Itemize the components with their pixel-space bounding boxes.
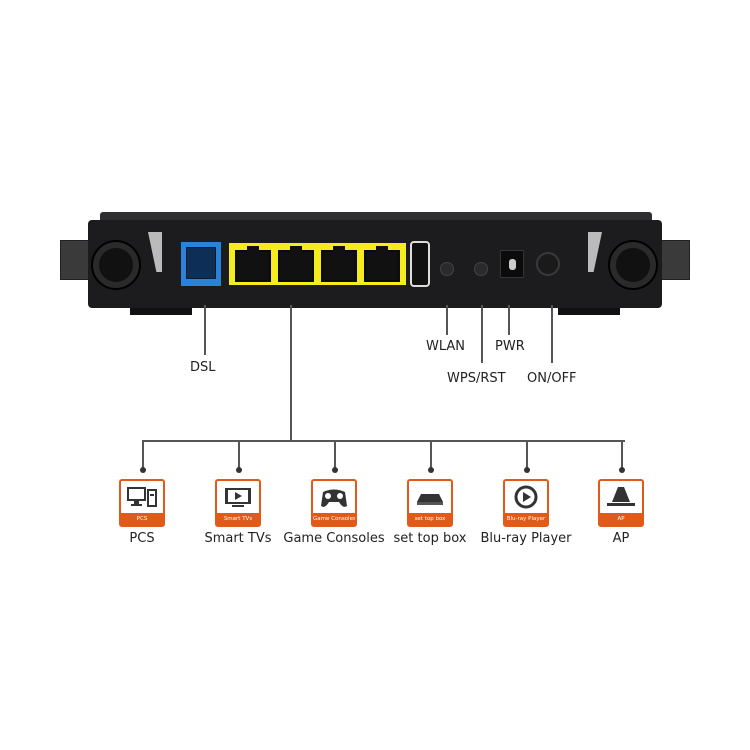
lan-port xyxy=(321,246,357,282)
wan-port xyxy=(364,246,400,282)
wlan-leader xyxy=(446,305,448,335)
device-drop-line xyxy=(526,440,528,470)
lan-port xyxy=(235,246,271,282)
wps-rst-label: WPS/RST xyxy=(447,371,506,386)
device-label: Game Consoles xyxy=(283,531,385,546)
device-label: PCS xyxy=(129,531,155,546)
device-label: set top box xyxy=(393,531,467,546)
usb-port xyxy=(410,241,430,287)
power-switch xyxy=(536,252,560,276)
device-card: PCS xyxy=(119,479,165,527)
left-antenna-connector xyxy=(93,242,139,288)
wlan-label: WLAN xyxy=(426,339,466,354)
lan-bus xyxy=(142,440,625,442)
lan-leader xyxy=(290,305,292,440)
device-badge: Smart TVs xyxy=(217,513,259,525)
device-label: Smart TVs xyxy=(204,531,272,546)
device-badge: Blu-ray Player xyxy=(505,513,547,525)
pwr-label: PWR xyxy=(495,339,525,354)
connector-dot xyxy=(427,467,434,473)
dsl-port xyxy=(181,242,221,286)
device-badge: AP xyxy=(600,513,642,525)
device-drop-line xyxy=(238,440,240,470)
device-card: AP xyxy=(598,479,644,527)
device-badge: PCS xyxy=(121,513,163,525)
right-antenna-connector xyxy=(610,242,656,288)
device-drop-line xyxy=(334,440,336,470)
on-off-label: ON/OFF xyxy=(527,371,577,386)
device-card: set top box xyxy=(407,479,453,527)
device-badge: set top box xyxy=(409,513,451,525)
device-drop-line xyxy=(430,440,432,470)
dsl-label: DSL xyxy=(190,360,216,375)
device-drop-line xyxy=(142,440,144,470)
device-card: Smart TVs xyxy=(215,479,261,527)
device-card: Game Consoles xyxy=(311,479,357,527)
connector-dot xyxy=(235,467,242,473)
connector-dot xyxy=(331,467,338,473)
foot xyxy=(130,305,192,315)
wlan-button xyxy=(440,262,454,276)
device-drop-line xyxy=(621,440,623,470)
device-card: Blu-ray Player xyxy=(503,479,549,527)
pwr-leader xyxy=(508,305,510,335)
power-jack xyxy=(500,250,524,278)
connector-dot xyxy=(139,467,146,473)
device-label: AP xyxy=(612,531,630,546)
dsl-leader xyxy=(204,305,206,355)
foot xyxy=(558,305,620,315)
wps-leader xyxy=(481,305,483,363)
lan-port-group xyxy=(229,243,406,285)
connector-dot xyxy=(618,467,625,473)
connector-dot xyxy=(523,467,530,473)
device-label: Blu-ray Player xyxy=(480,531,572,546)
wps-rst-button xyxy=(474,262,488,276)
lan-port xyxy=(278,246,314,282)
device-badge: Game Consoles xyxy=(313,513,355,525)
onoff-leader xyxy=(551,305,553,363)
